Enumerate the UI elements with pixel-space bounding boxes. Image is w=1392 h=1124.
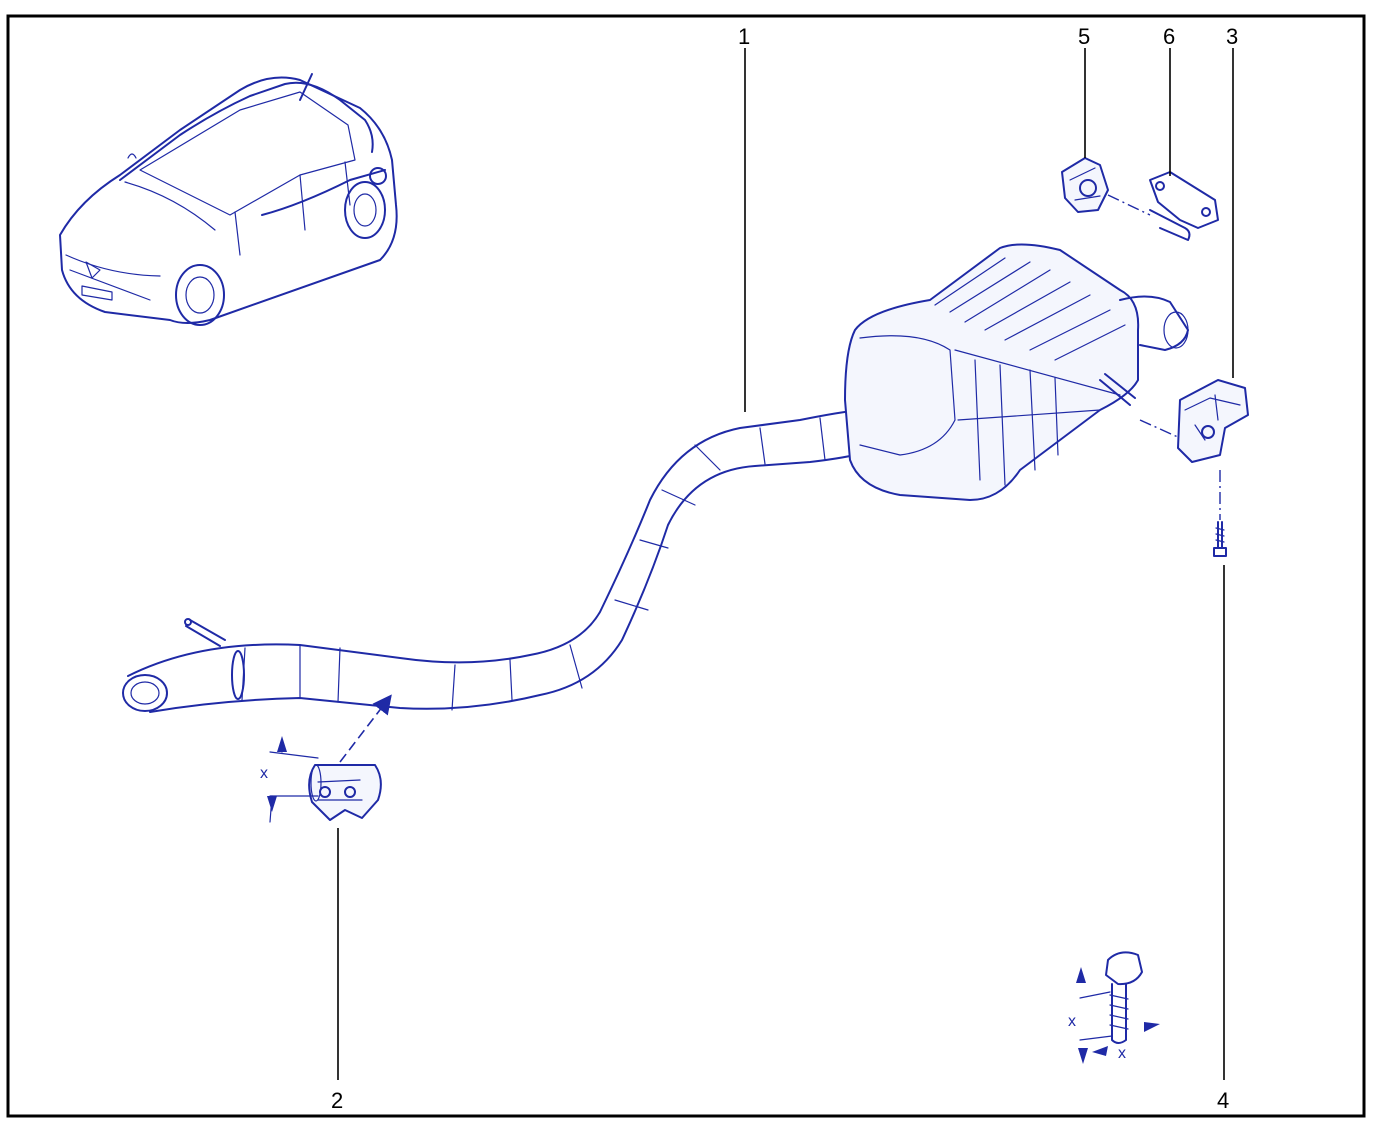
exhaust-pipe xyxy=(122,409,869,713)
callout-4: 4 xyxy=(1217,1088,1229,1113)
callout-1: 1 xyxy=(738,24,750,49)
callout-6: 6 xyxy=(1163,24,1175,49)
clamp-dimension: x xyxy=(260,736,319,823)
bolt-length-label: x xyxy=(1068,1013,1076,1030)
clamp-dimension-label: x xyxy=(260,765,268,782)
callout-5: 5 xyxy=(1078,24,1090,49)
clamp-2 xyxy=(308,764,382,821)
callout-2: 2 xyxy=(331,1088,343,1113)
vehicle-illustration xyxy=(59,73,398,326)
bracket-6 xyxy=(1149,171,1219,241)
mounting-rubber-3 xyxy=(1139,379,1249,520)
rubber-5-link-line xyxy=(1107,194,1151,216)
bolt-4 xyxy=(1213,521,1227,557)
callout-3: 3 xyxy=(1226,24,1238,49)
diagram-frame xyxy=(6,14,1366,1118)
rear-silencer xyxy=(844,243,1189,501)
bolt-diameter-label: x xyxy=(1118,1045,1126,1062)
clamp-arrow xyxy=(339,694,392,763)
mounting-rubber-5 xyxy=(1061,157,1109,213)
bolt-dimension-detail: x x xyxy=(1068,951,1160,1064)
